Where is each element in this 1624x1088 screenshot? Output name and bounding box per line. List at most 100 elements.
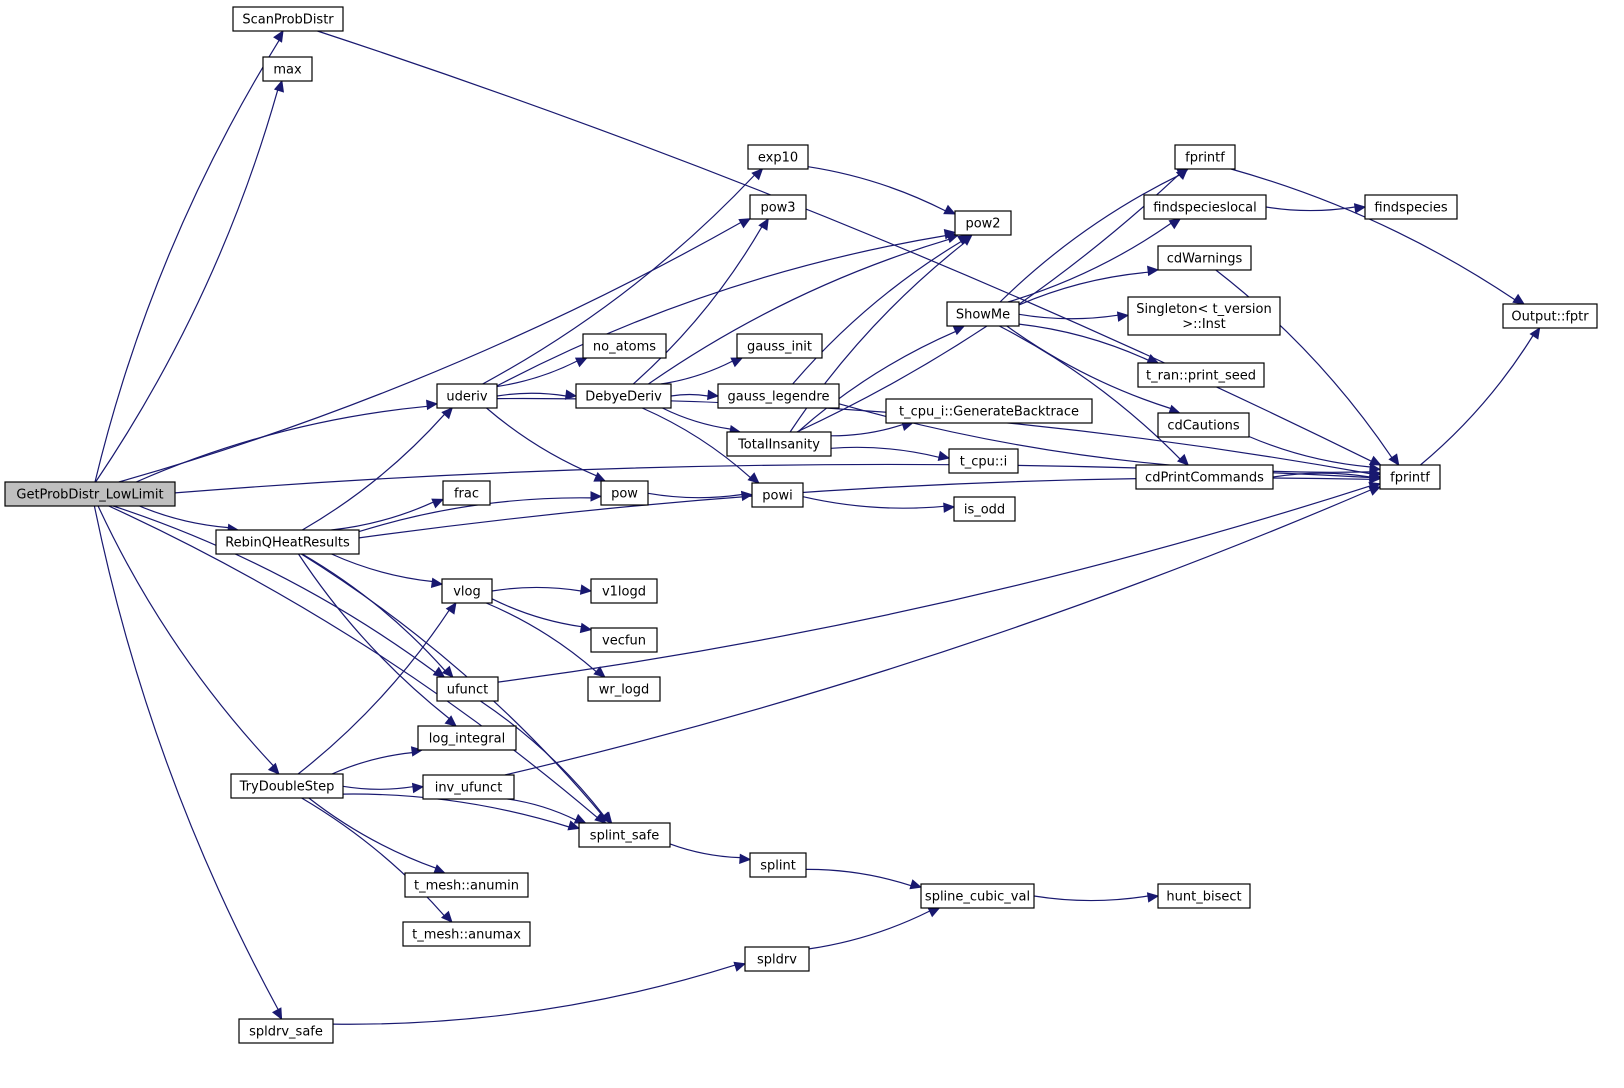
node-box	[1157, 883, 1251, 909]
edge-exp10-to-pow2	[807, 166, 946, 212]
node-splint-safe[interactable]: splint_safe	[578, 822, 671, 848]
edge-fprintf_main-to-Output_fptr	[1420, 335, 1534, 466]
node-singleton-t-version-inst[interactable]: Singleton< t_version>::Inst	[1127, 296, 1281, 336]
arrowhead-icon	[564, 389, 578, 400]
node-t-ran-print-seed[interactable]: t_ran::print_seed	[1137, 362, 1265, 388]
node-box	[582, 333, 667, 359]
edge-spldrv_safe-to-spldrv	[332, 964, 736, 1025]
arrowhead-icon	[943, 502, 956, 513]
node-label: uderiv	[446, 390, 487, 405]
node-getprobdistr-lowlimit[interactable]: GetProbDistr_LowLimit	[4, 481, 176, 507]
node-findspecies[interactable]: findspecies	[1364, 194, 1458, 220]
node-log-integral[interactable]: log_integral	[417, 725, 517, 751]
node-box	[749, 194, 807, 220]
node-cdprintcommands[interactable]: cdPrintCommands	[1135, 464, 1274, 490]
edge-DebyeDeriv-to-gauss_legendre	[670, 393, 709, 397]
node-box	[262, 56, 313, 82]
node-label: hunt_bisect	[1166, 890, 1241, 905]
arrowhead-icon	[600, 811, 613, 824]
edge-TotalInsanity-to-t_cpu_i_GenerateBacktrace	[830, 424, 903, 437]
node-label: wr_logd	[599, 683, 650, 698]
node-no-atoms[interactable]: no_atoms	[582, 333, 667, 359]
node-label: t_cpu::i	[960, 455, 1008, 470]
node-fprintf-top[interactable]: fprintf	[1174, 144, 1236, 170]
edge-vlog-to-v1logd	[491, 586, 582, 592]
arrowhead-icon	[1147, 265, 1160, 277]
edge-ShowMe-to-cdCautions	[1006, 325, 1171, 410]
arrowhead-icon	[410, 746, 424, 757]
node-box	[4, 481, 176, 507]
node-exp10[interactable]: exp10	[747, 144, 809, 170]
node-t-cpu-i-generatebacktrace[interactable]: t_cpu_i::GenerateBacktrace	[885, 398, 1093, 424]
arrowhead-icon	[1168, 218, 1182, 230]
node-max[interactable]: max	[262, 56, 313, 82]
node-scanprobdistr[interactable]: ScanProbDistr	[232, 6, 344, 32]
node-rebinqheatresults[interactable]: RebinQHeatResults	[215, 529, 360, 555]
edge-DebyeDeriv-to-gauss_init	[660, 360, 733, 385]
node-vlog[interactable]: vlog	[441, 578, 493, 604]
node-trydoublestep[interactable]: TryDoubleStep	[230, 773, 344, 799]
node-debyederiv[interactable]: DebyeDeriv	[575, 383, 672, 409]
node-gauss-init[interactable]: gauss_init	[736, 333, 823, 359]
node-vecfun[interactable]: vecfun	[590, 627, 658, 653]
node-totalinsanity[interactable]: TotalInsanity	[726, 431, 832, 457]
node-output-fptr[interactable]: Output::fptr	[1502, 303, 1598, 329]
node-box	[402, 921, 531, 947]
node-wr-logd[interactable]: wr_logd	[587, 676, 661, 702]
arrowhead-icon	[579, 584, 593, 595]
node-powi[interactable]: powi	[751, 482, 804, 508]
node-v1logd[interactable]: v1logd	[590, 578, 658, 604]
node-t-mesh-anumax[interactable]: t_mesh::anumax	[402, 921, 531, 947]
node-pow[interactable]: pow	[600, 480, 649, 506]
node-label: TotalInsanity	[737, 438, 820, 453]
arrowhead-icon	[740, 490, 754, 502]
node-ufunct[interactable]: ufunct	[436, 676, 499, 702]
arrowhead-icon	[441, 665, 454, 678]
node-label: fprintf	[1185, 151, 1225, 166]
node-splint[interactable]: splint	[749, 852, 807, 878]
node-spldrv-safe[interactable]: spldrv_safe	[238, 1018, 334, 1044]
node-label: pow3	[760, 201, 795, 216]
node-t-cpu-i[interactable]: t_cpu::i	[948, 448, 1019, 474]
node-label: frac	[454, 487, 479, 502]
node-label: Singleton< t_version	[1136, 302, 1272, 317]
node-label: ScanProbDistr	[242, 13, 334, 28]
node-gauss-legendre[interactable]: gauss_legendre	[717, 383, 840, 409]
arrowhead-icon	[1353, 203, 1367, 214]
node-box	[422, 774, 515, 800]
arrowhead-icon	[952, 325, 966, 336]
node-cdcautions[interactable]: cdCautions	[1157, 412, 1250, 438]
arrowhead-icon	[432, 666, 446, 678]
node-pow2[interactable]: pow2	[954, 210, 1012, 236]
node-spline-cubic-val[interactable]: spline_cubic_val	[920, 883, 1035, 909]
node-pow3[interactable]: pow3	[749, 194, 807, 220]
node-findspecieslocal[interactable]: findspecieslocal	[1143, 194, 1267, 220]
node-label: cdPrintCommands	[1145, 471, 1264, 486]
arrowhead-icon	[1512, 293, 1526, 305]
node-is-odd[interactable]: is_odd	[953, 496, 1016, 522]
node-fprintf-main[interactable]: fprintf	[1379, 464, 1441, 490]
edge-uderiv-to-pow	[486, 407, 597, 477]
arrowhead-icon	[739, 853, 752, 865]
edge-DebyeDeriv-to-pow3	[632, 226, 763, 385]
node-label: spldrv_safe	[249, 1025, 323, 1040]
arrowhead-icon	[1368, 470, 1382, 481]
node-showme[interactable]: ShowMe	[946, 301, 1020, 327]
edge-pow-to-powi	[647, 492, 743, 499]
node-frac[interactable]: frac	[442, 480, 491, 506]
node-box	[575, 383, 672, 409]
node-box	[749, 852, 807, 878]
arrowhead-icon	[444, 715, 457, 727]
node-spldrv[interactable]: spldrv	[744, 946, 810, 972]
node-uderiv[interactable]: uderiv	[436, 383, 498, 409]
edge-TryDoubleStep-to-t_mesh_anumax	[301, 797, 445, 916]
arrowhead-icon	[909, 879, 923, 890]
node-t-mesh-anumin[interactable]: t_mesh::anumin	[404, 872, 529, 898]
node-box	[744, 946, 810, 972]
node-label: spldrv	[757, 953, 797, 968]
arrowhead-icon	[1368, 486, 1382, 496]
node-hunt-bisect[interactable]: hunt_bisect	[1157, 883, 1251, 909]
node-cdwarnings[interactable]: cdWarnings	[1157, 245, 1252, 271]
node-inv-ufunct[interactable]: inv_ufunct	[422, 774, 515, 800]
arrowhead-icon	[1176, 168, 1190, 179]
